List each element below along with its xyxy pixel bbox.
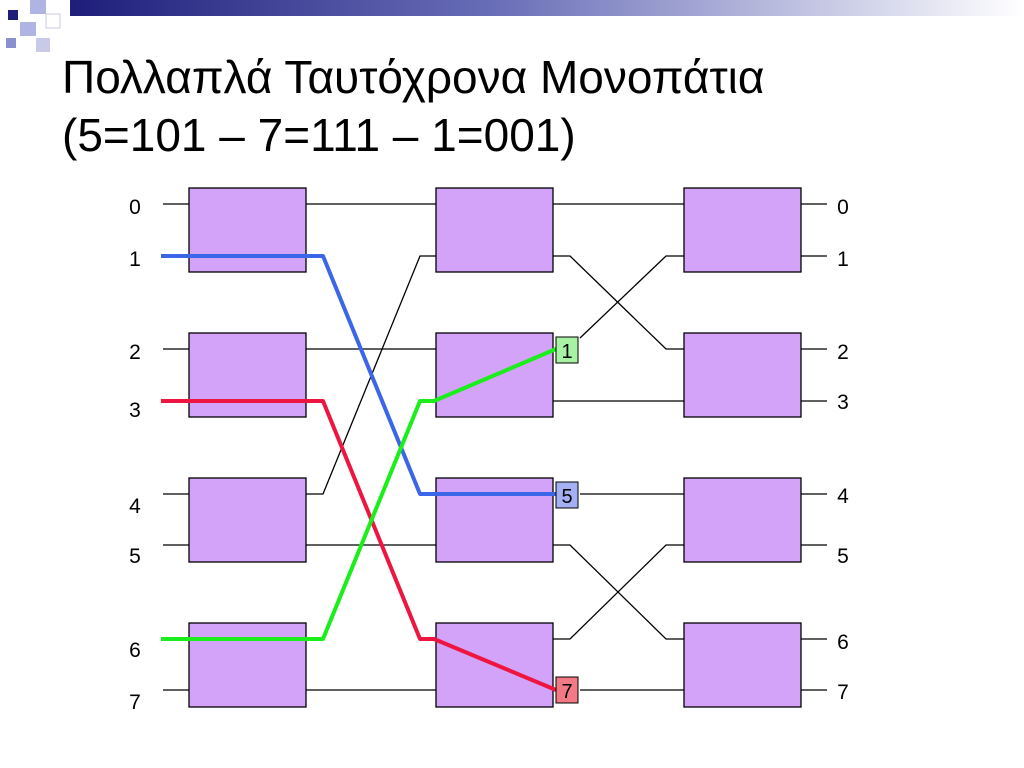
destination-tag-1: 1 [555, 336, 579, 364]
switch-box [683, 622, 802, 708]
deco-square [8, 10, 18, 20]
input-label: 5 [129, 545, 141, 568]
destination-tag-5: 5 [555, 481, 579, 509]
deco-square [30, 0, 46, 14]
switch-box [683, 477, 802, 563]
wire [553, 544, 684, 640]
title-decoration [6, 0, 1024, 52]
routing-paths [161, 254, 557, 692]
output-port-labels: 0 1 2 3 4 5 6 7 [837, 196, 849, 704]
deco-square [6, 38, 16, 48]
input-label: 1 [129, 248, 141, 271]
output-label: 7 [837, 681, 849, 704]
switch-box [188, 332, 307, 418]
output-label: 1 [837, 248, 849, 271]
title-line-1: Πολλαπλά Ταυτόχρονα Μονοπάτια [62, 51, 765, 103]
deco-square [36, 38, 50, 52]
deco-square [20, 22, 36, 36]
tag-label: 5 [561, 486, 572, 508]
switch-box [188, 477, 307, 563]
network-wiring [163, 203, 827, 691]
output-label: 4 [837, 485, 849, 508]
path-to-5 [161, 254, 556, 496]
input-label: 6 [129, 639, 141, 662]
destination-tags: 5 7 1 [555, 336, 579, 704]
tag-label: 7 [561, 681, 572, 703]
title-gradient-bar [70, 0, 1024, 16]
stage-2-switches [435, 187, 554, 708]
title-line-2: (5=101 – 7=111 – 1=001) [62, 109, 576, 161]
path-to-7 [161, 399, 557, 692]
input-port-labels: 0 1 2 3 4 5 6 7 [129, 196, 141, 714]
switch-box [683, 332, 802, 418]
switch-box [435, 187, 554, 273]
input-label: 3 [129, 399, 141, 422]
path-to-1 [161, 347, 557, 641]
deco-square [45, 13, 61, 29]
destination-tag-7: 7 [555, 676, 579, 704]
stage-3-switches [683, 187, 802, 708]
wire [579, 255, 684, 339]
output-label: 0 [837, 196, 849, 219]
input-label: 2 [129, 341, 141, 364]
wire [553, 255, 684, 350]
switch-box [188, 187, 307, 273]
switch-box [435, 477, 554, 563]
output-label: 5 [837, 545, 849, 568]
input-label: 4 [129, 495, 141, 518]
switch-box [435, 622, 554, 708]
input-label: 0 [129, 196, 141, 219]
switch-box [188, 622, 307, 708]
slide-title: Πολλαπλά Ταυτόχρονα Μονοπάτια (5=101 – 7… [62, 48, 765, 164]
output-label: 3 [837, 391, 849, 414]
tag-label: 1 [561, 341, 572, 363]
input-label: 7 [129, 691, 141, 714]
switch-box [683, 187, 802, 273]
stage-1-switches [188, 187, 307, 708]
output-label: 2 [837, 341, 849, 364]
output-label: 6 [837, 631, 849, 654]
